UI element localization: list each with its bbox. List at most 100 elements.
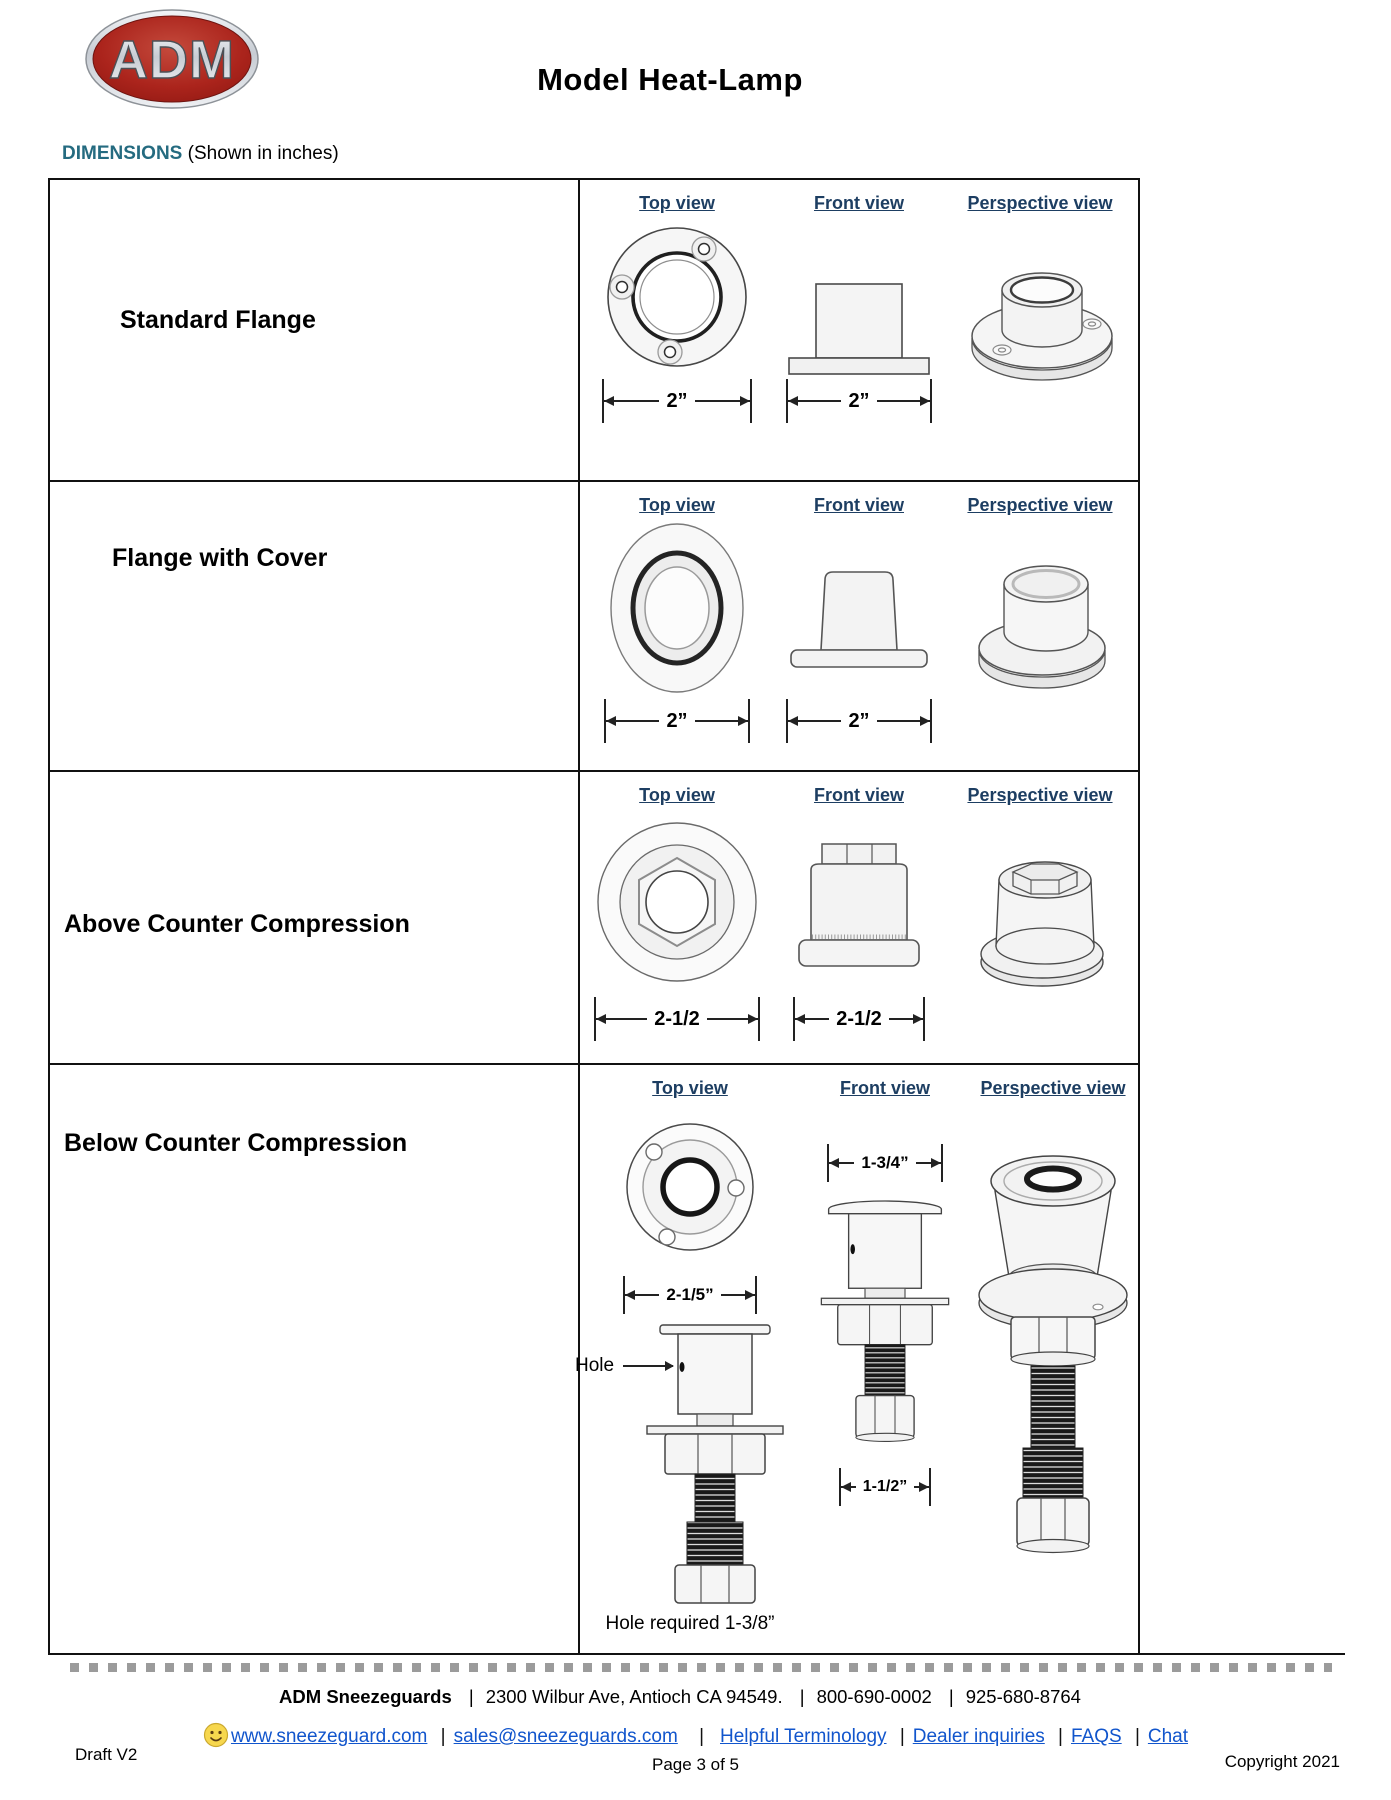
hole-required-note: Hole required 1-3/8” — [605, 1613, 775, 1634]
dim-extension-line — [758, 997, 760, 1041]
dimension-annotation: 2” — [604, 698, 750, 744]
dim-arrow-line — [694, 716, 749, 726]
separator: | — [699, 1726, 705, 1747]
dimension-value: 2” — [666, 389, 688, 412]
dimensions-table: Standard Flange Top view — [48, 178, 1140, 1655]
dimension-annotation: 2” — [786, 698, 932, 744]
dim-extension-line — [827, 1144, 829, 1182]
below-counter-side-view: Hole — [575, 1315, 805, 1607]
row-label-cell: Below Counter Compression — [50, 1065, 580, 1653]
hole-callout-arrow — [623, 1361, 675, 1371]
flange-type-label: Above Counter Compression — [64, 910, 410, 938]
above-counter-top-view-drawing — [597, 822, 757, 982]
below-counter-side-view-drawing — [646, 1324, 784, 1604]
row-label-cell: Above Counter Compression — [50, 772, 580, 1063]
row-label-cell: Standard Flange — [50, 180, 580, 480]
dim-arrow-line — [788, 716, 842, 726]
faqs-link[interactable]: FAQS — [1070, 1726, 1122, 1747]
standard-flange-perspective-drawing — [971, 272, 1113, 381]
dim-arrow-line — [706, 1014, 759, 1024]
table-row-above-counter-compression: Above Counter Compression Top view 2-1/2 — [50, 770, 1138, 1063]
dealer-inquiries-link[interactable]: Dealer inquiries — [912, 1726, 1045, 1747]
company-name: ADM Sneezeguards — [279, 1686, 452, 1707]
dim-extension-line — [786, 699, 788, 743]
above-counter-front-view-drawing — [798, 843, 920, 967]
row-label-cell: Flange with Cover — [50, 482, 580, 770]
dim-arrow-line — [720, 1290, 756, 1300]
dim-arrow-line — [915, 1158, 942, 1168]
perspective-view-heading: Perspective view — [967, 785, 1113, 805]
dimension-annotation: 1-3/4” — [827, 1143, 943, 1183]
dim-extension-line — [604, 699, 606, 743]
dimension-value: 2” — [848, 709, 870, 732]
dim-arrow-line — [841, 1482, 856, 1492]
top-view-heading: Top view — [639, 495, 715, 515]
sales-email-link[interactable]: sales@sneezeguards.com — [453, 1726, 678, 1747]
page-number: Page 3 of 5 — [652, 1755, 739, 1774]
flange-cover-perspective-drawing — [978, 565, 1106, 689]
logo-text: ADM — [109, 30, 235, 90]
dim-arrow-line — [888, 1014, 924, 1024]
dim-extension-line — [930, 379, 932, 423]
top-view-heading: Top view — [639, 193, 715, 213]
front-view-heading: Front view — [839, 1078, 930, 1098]
dim-extension-line — [793, 997, 795, 1041]
page-title: Model Heat-Lamp — [537, 62, 803, 97]
dim-arrow-line — [795, 1014, 830, 1024]
set-screw-hole — [850, 1244, 855, 1255]
copyright-label: Copyright 2021 — [1224, 1752, 1340, 1771]
flange-type-label: Flange with Cover — [112, 544, 328, 572]
flange-type-label: Below Counter Compression — [64, 1129, 408, 1157]
front-view-heading: Front view — [813, 495, 904, 515]
separator: | — [899, 1726, 905, 1747]
dimension-value: 2-1/2 — [836, 1007, 882, 1030]
dimension-annotation: 2” — [602, 378, 752, 424]
dimension-value: 2-1/5” — [666, 1285, 714, 1304]
standard-flange-front-view-drawing — [788, 283, 930, 375]
chat-link[interactable]: Chat — [1147, 1726, 1189, 1747]
dim-extension-line — [602, 379, 604, 423]
hole-callout: Hole — [575, 1355, 675, 1377]
dim-extension-line — [750, 379, 752, 423]
dim-extension-line — [594, 997, 596, 1041]
below-counter-perspective-drawing — [978, 1155, 1128, 1554]
dim-arrow-line — [788, 396, 842, 406]
dimension-annotation: 2-1/2 — [793, 996, 925, 1042]
dim-arrow-line — [625, 1290, 660, 1300]
footer-links-line: www.sneezeguard.com | sales@sneezeguards.… — [0, 1722, 1391, 1748]
perspective-view-heading: Perspective view — [980, 1078, 1126, 1098]
screw-hole — [1092, 1303, 1104, 1311]
dim-extension-line — [941, 1144, 943, 1182]
flange-cover-top-view-drawing — [610, 523, 744, 693]
standard-flange-top-view-drawing — [607, 227, 747, 367]
dim-extension-line — [930, 699, 932, 743]
adm-logo-graphic: ADM — [85, 9, 259, 109]
adm-logo: ADM — [84, 8, 260, 110]
row-views-cell: Top view 2-1/2 Front view — [580, 772, 1138, 1063]
dimension-value: 2” — [666, 709, 688, 732]
dim-extension-line — [839, 1468, 841, 1506]
dim-arrow-line — [606, 716, 660, 726]
dim-arrow-line — [596, 1014, 648, 1024]
dim-arrow-line — [876, 396, 931, 406]
website-link[interactable]: www.sneezeguard.com — [230, 1726, 428, 1747]
dimensions-note: (Shown in inches) — [187, 143, 339, 164]
table-row-standard-flange: Standard Flange Top view — [50, 180, 1138, 480]
table-row-flange-with-cover: Flange with Cover Top view 2” Front view — [50, 480, 1138, 770]
screw-holes — [992, 318, 1102, 356]
separator: | — [948, 1686, 954, 1707]
dimension-value: 1-1/2” — [862, 1478, 908, 1495]
helpful-terminology-link[interactable]: Helpful Terminology — [720, 1726, 887, 1747]
dim-arrow-line — [604, 396, 660, 406]
screw-holes — [645, 1143, 745, 1246]
footer-contact-line: ADM Sneezeguards |2300 Wilbur Ave, Antio… — [0, 1686, 1360, 1708]
dim-arrow-line — [694, 396, 751, 406]
top-view-heading: Top view — [639, 785, 715, 805]
separator: | — [468, 1686, 474, 1707]
section-heading: DIMENSIONS (Shown in inches) — [62, 143, 339, 165]
above-counter-perspective-drawing — [980, 861, 1104, 987]
dim-extension-line — [923, 997, 925, 1041]
perspective-view-heading: Perspective view — [967, 495, 1113, 515]
dim-extension-line — [748, 699, 750, 743]
below-counter-top-view-drawing — [626, 1123, 754, 1251]
